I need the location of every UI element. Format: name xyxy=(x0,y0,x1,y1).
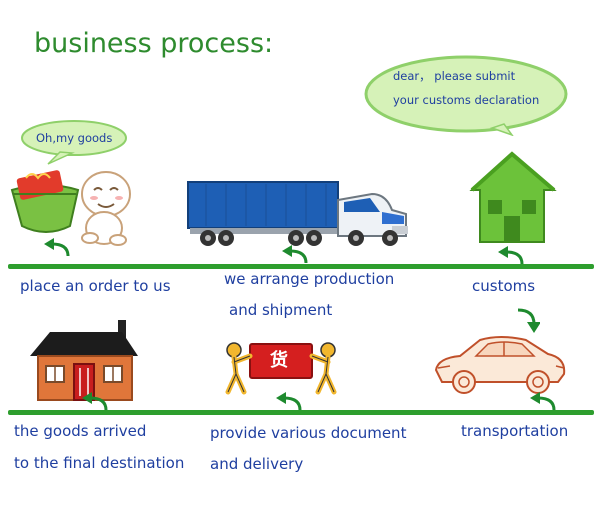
goods-sign-text: 货 xyxy=(270,350,288,371)
customs-speech-bubble xyxy=(364,55,568,136)
customer-speech-bubble xyxy=(21,120,127,165)
step-documents-label-1: provide various document xyxy=(210,424,407,442)
step-documents-label-2: and delivery xyxy=(210,455,304,473)
timeline-top xyxy=(8,264,594,269)
carriers-with-goods-sign-illustration xyxy=(225,342,337,395)
customs-bubble-text-1: dear， please submit xyxy=(393,69,516,83)
arrow-left-icon xyxy=(282,245,308,264)
step-arrived-label-2: to the final destination xyxy=(14,454,185,472)
customer-with-shopping-basket-illustration xyxy=(10,170,131,246)
arrow-down-icon xyxy=(517,308,540,333)
destination-house-illustration xyxy=(30,320,138,401)
step-transportation-label: transportation xyxy=(461,422,569,440)
step-production-label-1: we arrange production xyxy=(224,270,395,288)
arrow-left-icon xyxy=(44,238,70,257)
customs-bubble-text-2: your customs declaration xyxy=(393,93,540,107)
truck-illustration xyxy=(187,181,408,246)
step-place-order-label: place an order to us xyxy=(20,277,171,295)
arrow-left-icon xyxy=(498,246,524,265)
step-arrived-label-1: the goods arrived xyxy=(14,422,147,440)
timeline-bottom xyxy=(8,410,594,415)
car-illustration xyxy=(434,336,566,394)
arrow-left-icon xyxy=(530,392,556,411)
page-title: business process: xyxy=(34,28,274,59)
customs-house-illustration xyxy=(469,151,557,243)
arrow-left-icon xyxy=(276,392,302,411)
step-customs-label: customs xyxy=(472,277,536,295)
step-production-label-2: and shipment xyxy=(229,301,333,319)
customer-bubble-text: Oh,my goods xyxy=(36,131,113,145)
arrow-left-icon xyxy=(82,392,108,411)
